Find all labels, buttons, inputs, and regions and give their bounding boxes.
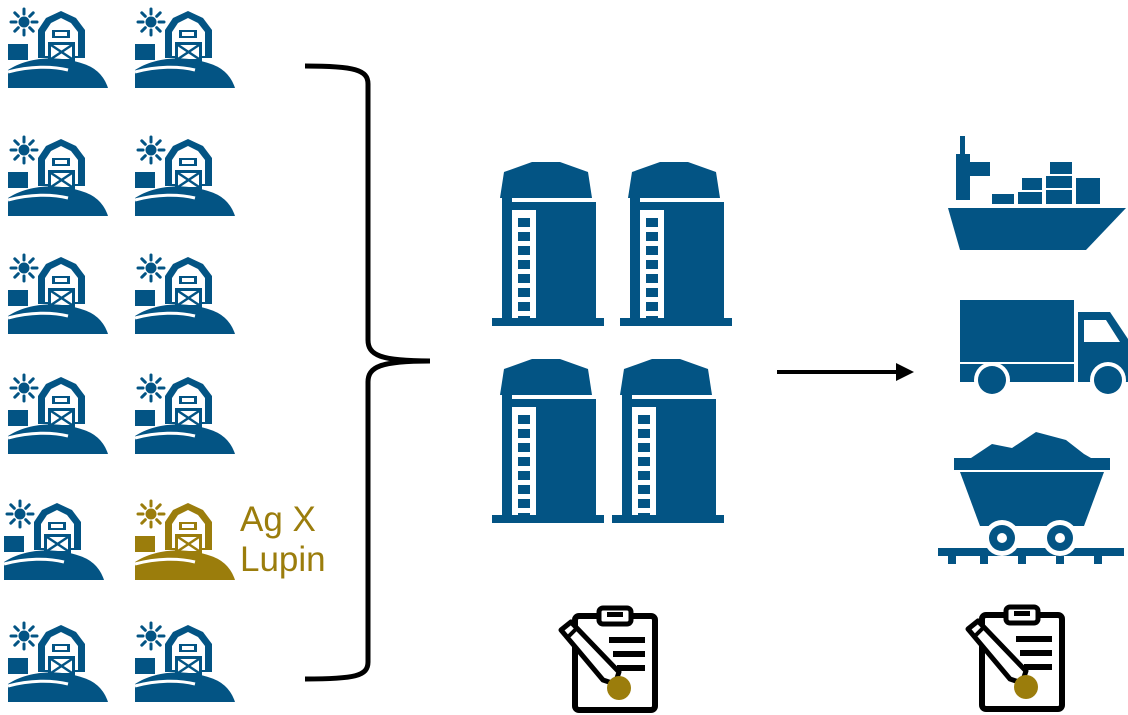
farm-barn-icon: [7, 134, 108, 216]
farm-barn-icon: [3, 498, 104, 580]
farm-barn-icon: [134, 252, 235, 334]
farm-barn-icon: [7, 620, 108, 702]
clipboard-signed-icon: [555, 605, 659, 714]
grain-silo-icon: [620, 158, 732, 328]
curly-brace: [304, 63, 431, 682]
farm-barn-icon: [134, 6, 235, 88]
grain-silo-icon: [612, 355, 724, 525]
farm-barn-icon: [134, 134, 235, 216]
clipboard-signed-icon: [962, 604, 1066, 713]
farm-barn-icon: [7, 6, 108, 88]
highlight-label-line1: Ag X: [240, 500, 316, 539]
farm-barn-icon: [7, 372, 108, 454]
grain-silo-icon: [492, 355, 604, 525]
cargo-ship-icon: [946, 136, 1128, 254]
highlight-farm-label: Ag X Lupin: [240, 500, 326, 580]
farm-barn-icon: [7, 252, 108, 334]
farm-barn-icon: [134, 498, 235, 580]
rail-ore-cart-icon: [938, 430, 1124, 566]
grain-silo-icon: [492, 158, 604, 328]
farm-barn-icon: [134, 372, 235, 454]
highlight-label-line2: Lupin: [240, 540, 326, 579]
flow-arrow-head: [896, 363, 914, 381]
truck-icon: [958, 300, 1128, 398]
farm-barn-icon: [134, 620, 235, 702]
